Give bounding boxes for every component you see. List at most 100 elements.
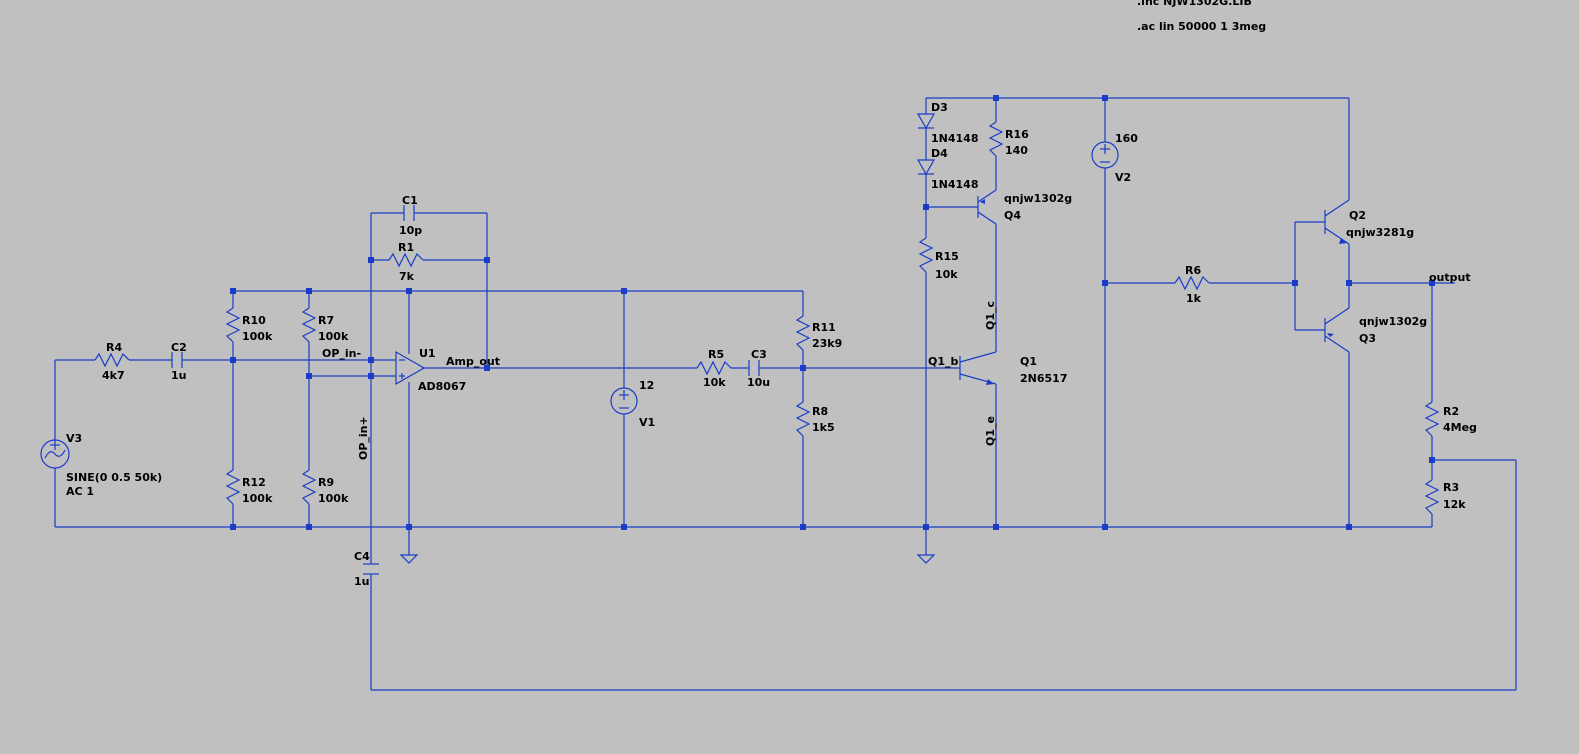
R5-symbol[interactable]	[696, 360, 732, 376]
R10-value: 100k	[242, 330, 273, 343]
C2-value: 1u	[171, 369, 187, 382]
net-op-in-plus: OP_in+	[357, 416, 370, 460]
V3-name: V3	[66, 432, 82, 445]
R16-symbol[interactable]	[988, 121, 1004, 157]
C3-symbol[interactable]	[748, 360, 760, 376]
junctions	[230, 95, 1435, 530]
R1-value: 7k	[399, 270, 415, 283]
D4-value: 1N4148	[931, 178, 978, 191]
C3-value: 10u	[747, 376, 770, 389]
ground-symbol-left	[399, 554, 419, 564]
C4-symbol[interactable]	[363, 563, 379, 575]
R1-symbol[interactable]	[388, 252, 424, 268]
V2-symbol[interactable]	[1091, 141, 1119, 169]
R7-value: 100k	[318, 330, 349, 343]
D3-symbol[interactable]	[916, 113, 936, 130]
net-op-in-minus: OP_in-	[322, 347, 361, 360]
C1-symbol[interactable]	[403, 205, 415, 221]
directive-inc: .inc NJW1302G.LIB	[1137, 0, 1252, 8]
C4-value: 1u	[354, 575, 370, 588]
Q4-name: Q4	[1004, 209, 1021, 222]
R12-symbol[interactable]	[225, 469, 241, 505]
directive-ac: .ac lin 50000 1 3meg	[1137, 20, 1266, 33]
C4-name: C4	[354, 550, 370, 563]
wires	[54, 97, 1517, 691]
U1-name: U1	[419, 347, 436, 360]
R6-symbol[interactable]	[1174, 275, 1210, 291]
R16-name: R16	[1005, 128, 1029, 141]
R4-symbol[interactable]	[94, 352, 130, 368]
Q1-symbol[interactable]	[959, 351, 997, 385]
R9-name: R9	[318, 476, 334, 489]
labels: .inc NJW1302G.LIB .ac lin 50000 1 3meg R…	[66, 0, 1477, 588]
Q3-name: Q3	[1359, 332, 1376, 345]
Q3-value: qnjw1302g	[1359, 315, 1427, 328]
R7-symbol[interactable]	[301, 307, 317, 343]
Q2-name: Q2	[1349, 209, 1366, 222]
R1-name: R1	[398, 241, 414, 254]
U1-value: AD8067	[418, 380, 466, 393]
R15-value: 10k	[935, 268, 958, 281]
R16-value: 140	[1005, 144, 1028, 157]
R6-name: R6	[1185, 264, 1201, 277]
Q3-symbol[interactable]	[1324, 307, 1350, 353]
V1-symbol[interactable]	[610, 387, 638, 415]
R6-value: 1k	[1186, 292, 1202, 305]
R5-value: 10k	[703, 376, 726, 389]
R4-value: 4k7	[102, 369, 125, 382]
C1-name: C1	[402, 194, 418, 207]
R9-symbol[interactable]	[301, 469, 317, 505]
R3-name: R3	[1443, 481, 1459, 494]
R7-name: R7	[318, 314, 334, 327]
V1-value: 12	[639, 379, 654, 392]
Q1-name: Q1	[1020, 355, 1037, 368]
Q2-symbol[interactable]	[1324, 199, 1350, 245]
R5-name: R5	[708, 348, 724, 361]
net-q1-b: Q1_b	[928, 355, 959, 368]
Q1-value: 2N6517	[1020, 372, 1067, 385]
net-amp-out: Amp_out	[446, 355, 500, 368]
D3-name: D3	[931, 101, 948, 114]
C2-symbol[interactable]	[171, 352, 183, 368]
R2-value: 4Meg	[1443, 421, 1477, 434]
R2-name: R2	[1443, 405, 1459, 418]
R15-name: R15	[935, 250, 959, 263]
R3-symbol[interactable]	[1424, 479, 1440, 515]
R10-symbol[interactable]	[225, 307, 241, 343]
C1-value: 10p	[399, 224, 422, 237]
R8-name: R8	[812, 405, 828, 418]
Q2-value: qnjw3281g	[1346, 226, 1414, 239]
D4-symbol[interactable]	[916, 159, 936, 176]
V3-value: SINE(0 0.5 50k)	[66, 471, 162, 484]
R3-value: 12k	[1443, 498, 1466, 511]
V3-symbol[interactable]	[40, 439, 70, 469]
V2-name: V2	[1115, 171, 1131, 184]
R11-value: 23k9	[812, 337, 842, 350]
Q4-symbol[interactable]	[977, 189, 997, 225]
R8-symbol[interactable]	[795, 401, 811, 437]
D4-name: D4	[931, 147, 948, 160]
U1-symbol[interactable]	[395, 350, 426, 386]
C2-name: C2	[171, 341, 187, 354]
R12-name: R12	[242, 476, 266, 489]
V3-value-ac: AC 1	[66, 485, 94, 498]
R12-value: 100k	[242, 492, 273, 505]
R2-symbol[interactable]	[1424, 401, 1440, 437]
R15-symbol[interactable]	[918, 237, 934, 273]
C3-name: C3	[751, 348, 767, 361]
R10-name: R10	[242, 314, 266, 327]
component-symbols	[40, 113, 1440, 575]
R4-name: R4	[106, 341, 122, 354]
R8-value: 1k5	[812, 421, 835, 434]
R9-value: 100k	[318, 492, 349, 505]
Q4-value: qnjw1302g	[1004, 192, 1072, 205]
net-q1-c: Q1_c	[984, 301, 997, 330]
V2-value: 160	[1115, 132, 1138, 145]
V1-name: V1	[639, 416, 655, 429]
R11-symbol[interactable]	[795, 315, 811, 351]
R11-name: R11	[812, 321, 836, 334]
net-q1-e: Q1_e	[984, 416, 997, 446]
ground-symbol-right	[916, 554, 936, 564]
D3-value: 1N4148	[931, 132, 978, 145]
